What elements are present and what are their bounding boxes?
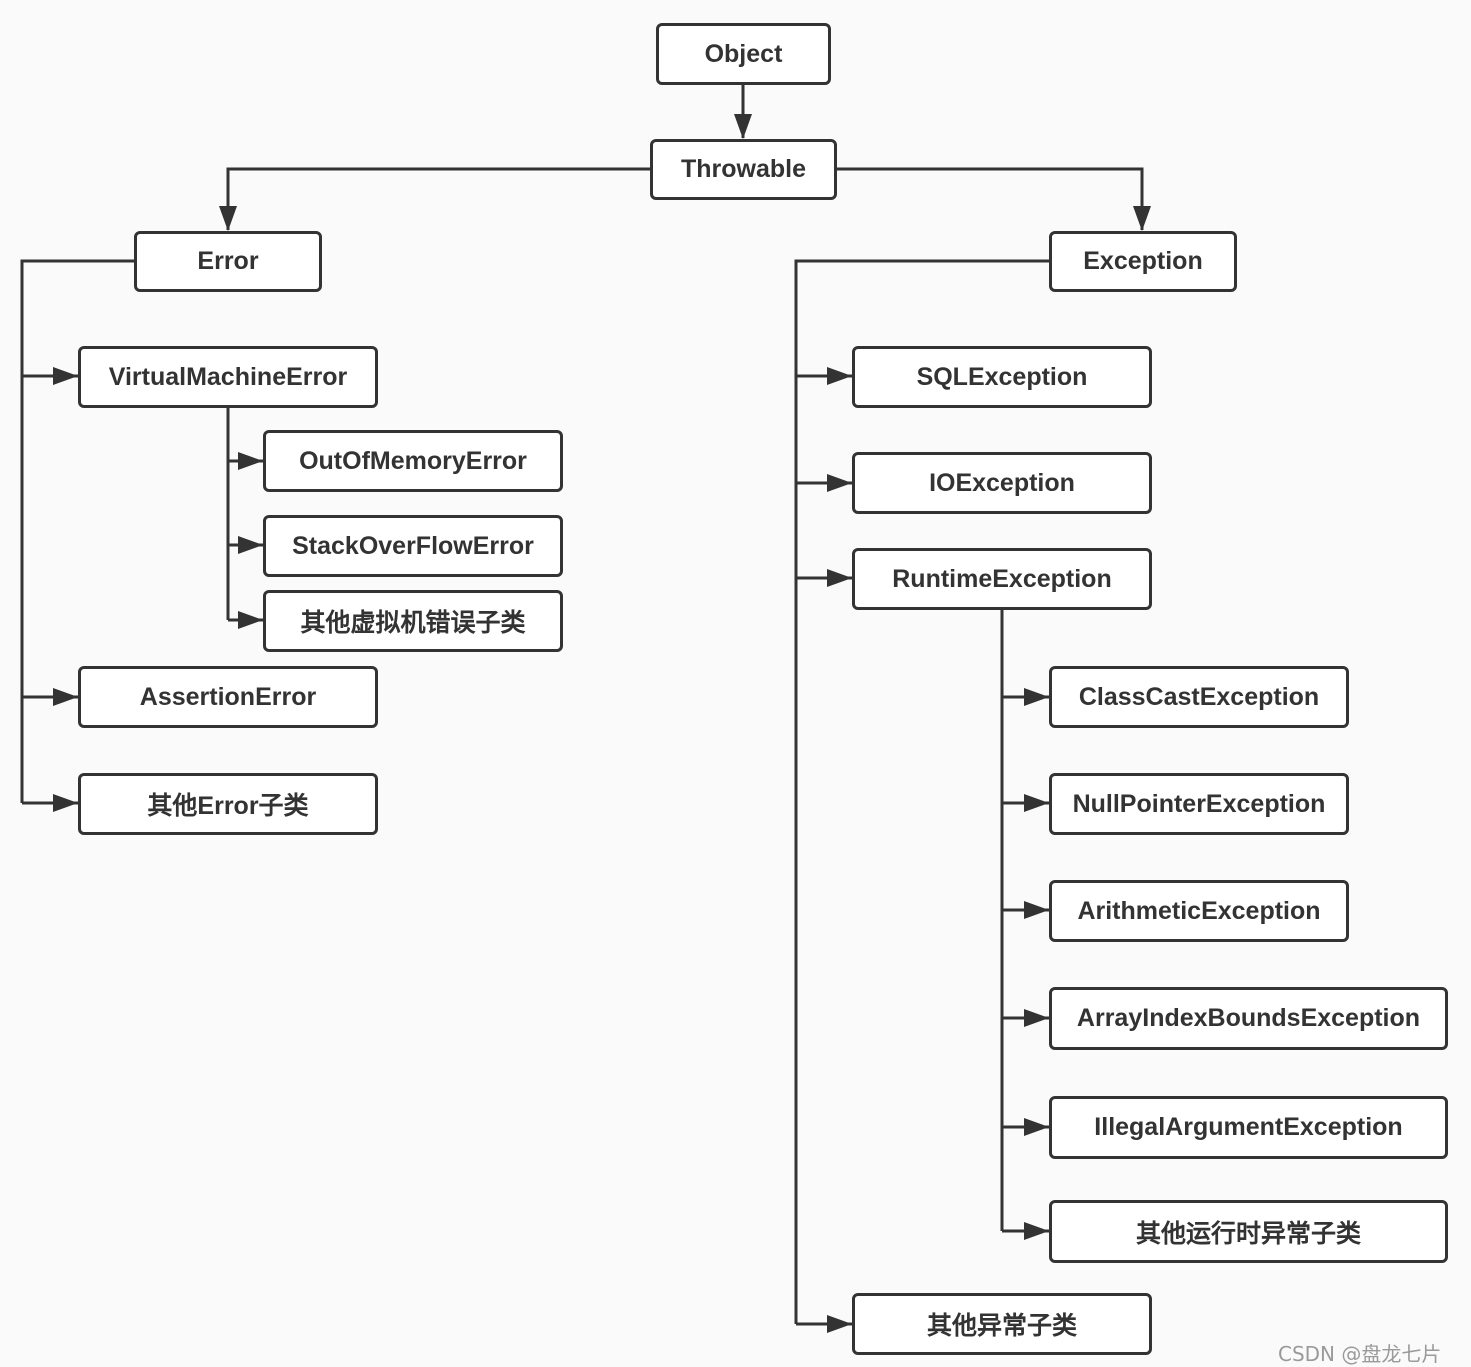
arrowhead-assertion-error [53,688,78,706]
arrowhead-array-index [1024,1009,1049,1027]
node-other-vm-error-subclasses[interactable]: 其他虚拟机错误子类 [263,590,563,652]
arrowhead-arithmetic [1024,901,1049,919]
exception-trunk [794,259,1049,1324]
node-other-error-subclasses[interactable]: 其他Error子类 [78,773,378,835]
arrowhead-exception [1133,206,1151,231]
arrowhead-class-cast [1024,688,1049,706]
node-throwable[interactable]: Throwable [650,139,837,200]
arrowhead-throwable [734,114,752,139]
error-trunk [20,259,134,803]
arrowhead-runtime-exception [827,569,852,587]
node-out-of-memory-error[interactable]: OutOfMemoryError [263,430,563,492]
arrowhead-stack-over-flow [238,536,263,554]
node-other-exception-subclasses[interactable]: 其他异常子类 [852,1293,1152,1355]
arrowhead-other-runtime [1024,1222,1049,1240]
arrowhead-other-vm-errors [238,611,263,629]
arrowhead-error [219,206,237,231]
node-class-cast-exception[interactable]: ClassCastException [1049,666,1349,728]
node-null-pointer-exception[interactable]: NullPointerException [1049,773,1349,835]
arrowhead-other-error-subclasses [53,794,78,812]
node-virtual-machine-error[interactable]: VirtualMachineError [78,346,378,408]
watermark: CSDN @盘龙七片 [1278,1342,1442,1366]
node-stack-over-flow-error[interactable]: StackOverFlowError [263,515,563,577]
arrowhead-other-exception [827,1315,852,1333]
node-object[interactable]: Object [656,23,831,85]
arrowhead-io-exception [827,474,852,492]
node-assertion-error[interactable]: AssertionError [78,666,378,728]
edge-throwable-exception [836,167,1144,230]
arrowhead-out-of-memory [238,452,263,470]
edge-throwable-error [226,167,650,230]
node-illegal-argument-exception[interactable]: IllegalArgumentException [1049,1096,1448,1159]
node-other-runtime-exception-subclasses[interactable]: 其他运行时异常子类 [1049,1200,1448,1263]
node-sql-exception[interactable]: SQLException [852,346,1152,408]
arrowhead-illegal-argument [1024,1118,1049,1136]
node-error[interactable]: Error [134,231,322,292]
node-array-index-bounds-exception[interactable]: ArrayIndexBoundsException [1049,987,1448,1050]
node-io-exception[interactable]: IOException [852,452,1152,514]
node-exception[interactable]: Exception [1049,231,1237,292]
arrowhead-null-pointer [1024,794,1049,812]
arrowhead-virtual-machine-error [53,367,78,385]
node-runtime-exception[interactable]: RuntimeException [852,548,1152,610]
arrowhead-sql-exception [827,367,852,385]
node-arithmetic-exception[interactable]: ArithmeticException [1049,880,1349,942]
